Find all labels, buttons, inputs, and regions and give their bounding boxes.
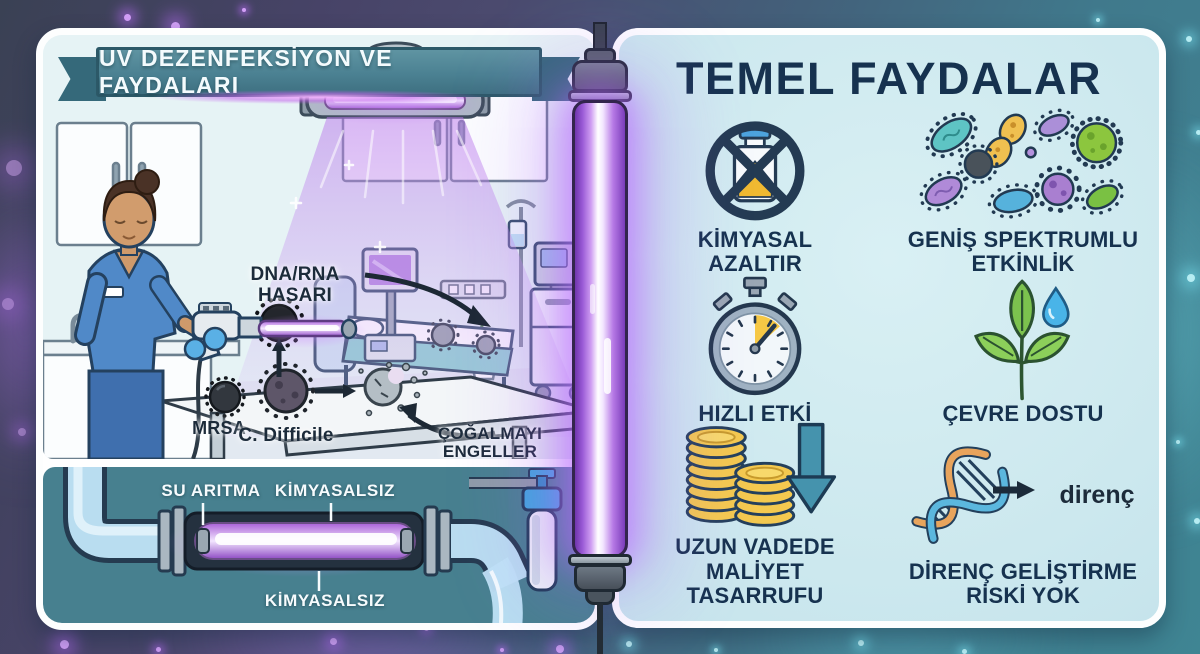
glove xyxy=(183,337,207,361)
title-banner: UV DEZENFEKSİYON VE FAYDALARI xyxy=(58,45,580,104)
glove xyxy=(202,326,228,352)
dna-resistance-icon xyxy=(911,446,1036,544)
cyan-glow-dot xyxy=(1186,36,1192,42)
device-cable xyxy=(191,356,203,459)
benefit-item: direnç DİRENÇ GELİŞTİRME RİSKİ YOK xyxy=(889,431,1157,613)
benefit-label: DİRENÇ GELİŞTİRME RİSKİ YOK xyxy=(908,558,1138,609)
purple-glow-dot xyxy=(2,298,14,310)
benefit-item: UZUN VADEDE MALİYET TASARRUFU xyxy=(621,423,889,613)
cyan-glow-dot xyxy=(1176,440,1180,444)
plant-droplet-icon xyxy=(973,279,1071,401)
arrow-cogalmayi-to-microbe xyxy=(399,403,496,439)
mrsa-microbe xyxy=(204,376,246,418)
mrsa-label: MRSA xyxy=(192,418,246,438)
benefit-item: HIZLI ETKİ xyxy=(621,277,889,431)
uv-lamp-housing xyxy=(165,509,445,577)
purple-glow-dot xyxy=(60,640,69,649)
benefit-label: GENİŞ SPEKTRUMLU ETKİNLİK xyxy=(907,226,1139,277)
cyan-glow-dot xyxy=(1096,18,1100,22)
uv-light-cone xyxy=(219,117,593,437)
coins-down-arrow-icon xyxy=(685,423,837,527)
dna-rna-damage-label: DNA/RNA HASARI xyxy=(250,264,340,306)
benefit-label: ÇEVRE DOSTU xyxy=(942,401,1104,427)
c-difficile-label: C. Difficile xyxy=(238,425,334,446)
cyan-glow-dot xyxy=(1187,274,1195,282)
benefit-item: KİMYASAL AZALTIR xyxy=(621,111,889,281)
purple-glow-dot xyxy=(124,14,131,21)
outlet-pipe xyxy=(449,519,534,623)
stopwatch-icon xyxy=(708,277,802,396)
cyan-glow-dot xyxy=(1196,130,1200,135)
cyan-glow-dot xyxy=(626,641,632,647)
hospital-scene: UV DEZENFEKSİYON VE FAYDALARI DNA/RNA HA… xyxy=(43,35,595,459)
benefits-grid: KİMYASAL AZALTIR xyxy=(621,108,1157,613)
purple-glow-dot xyxy=(242,8,246,12)
benefit-item: ÇEVRE DOSTU xyxy=(889,279,1157,431)
benefit-label: KİMYASAL AZALTIR xyxy=(697,226,813,277)
purple-flare xyxy=(154,90,484,104)
su-aritma-label: SU ARITMA xyxy=(161,481,261,500)
arrow-cdiff-to-destroyed xyxy=(315,384,356,398)
water-treatment-panel: SU ARITMA KİMYASALSIZ KİMYASALSIZ xyxy=(43,467,595,623)
purple-glow-dot xyxy=(6,160,22,176)
cyan-glow-dot xyxy=(714,648,718,652)
purple-glow-dot xyxy=(18,428,26,436)
sparkles xyxy=(289,159,387,254)
purple-glow-dot xyxy=(156,647,161,652)
kimyasalsiz-bottom-label: KİMYASALSIZ xyxy=(264,591,386,610)
hospital-scene-illustration xyxy=(43,35,595,459)
cogalmayi-engeller-label: ÇOĞALMAYI ENGELLER xyxy=(437,424,543,459)
cyan-glow-dot xyxy=(1194,518,1200,524)
uv-light-rays xyxy=(319,129,483,205)
inlet-pipe xyxy=(63,467,165,563)
uv-wand-device xyxy=(183,302,367,362)
microbes-icon xyxy=(919,108,1125,219)
destroyed-microbe xyxy=(358,361,428,417)
purple-glow-dot xyxy=(330,638,337,645)
left-illustration-card: UV DEZENFEKSİYON VE FAYDALARI DNA/RNA HA… xyxy=(36,28,602,630)
c-difficile-microbe xyxy=(257,362,315,420)
cyan-glow-dot xyxy=(962,649,967,654)
ribbon-banner: UV DEZENFEKSİYON VE FAYDALARI xyxy=(96,45,542,98)
benefits-panel: TEMEL FAYDALAR KİMYASAL AZALTIR xyxy=(612,28,1166,628)
no-chemicals-icon xyxy=(705,121,805,221)
flange-right xyxy=(423,505,453,577)
benefits-title: TEMEL FAYDALAR xyxy=(675,53,1103,104)
purple-glow-dot xyxy=(556,645,564,653)
purple-glow-dot xyxy=(500,648,504,652)
kimyasalsiz-top-label: KİMYASALSIZ xyxy=(274,481,396,500)
benefit-item: GENİŞ SPEKTRUMLU ETKİNLİK xyxy=(889,108,1157,281)
benefit-label: HIZLI ETKİ xyxy=(698,401,812,427)
arrow-dna-label-to-bed xyxy=(364,272,491,327)
direnc-annotation: direnç xyxy=(1059,480,1135,509)
infographic-title: UV DEZENFEKSİYON VE FAYDALARI xyxy=(99,45,393,98)
benefit-label: UZUN VADEDE MALİYET TASARRUFU xyxy=(675,534,835,609)
cyan-glow-dot xyxy=(858,640,864,646)
